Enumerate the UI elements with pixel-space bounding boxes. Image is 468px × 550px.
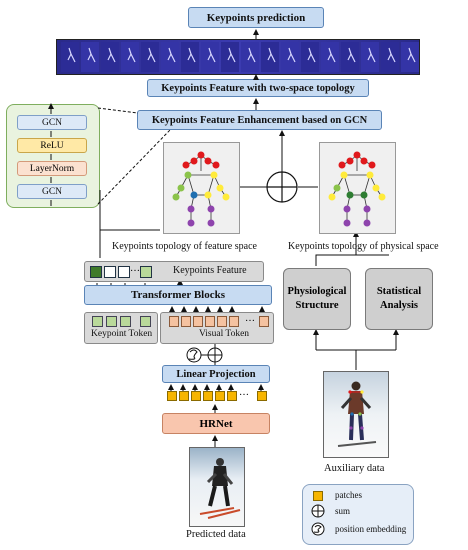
visual-token bbox=[259, 316, 269, 327]
skier-figure-2 bbox=[337, 381, 377, 447]
legend-patch-swatch bbox=[313, 491, 323, 501]
filmstrip-skier bbox=[207, 47, 216, 63]
patch-square bbox=[167, 391, 177, 401]
predicted-data-label: Predicted data bbox=[186, 529, 246, 540]
gcn-bottom-box: GCN bbox=[17, 184, 87, 199]
patch-square bbox=[191, 391, 201, 401]
filmstrip-skier bbox=[387, 47, 396, 63]
feature-two-space-box: Keypoints Feature with two-space topolog… bbox=[147, 79, 369, 97]
legend-sum-icon bbox=[311, 504, 325, 518]
filmstrip-skier bbox=[407, 47, 416, 63]
keypoint-token-4 bbox=[140, 316, 151, 327]
filmstrip-skier bbox=[87, 47, 96, 63]
legend-position-embedding-icon bbox=[311, 522, 325, 536]
caption-feature-space: Keypoints topology of feature space bbox=[112, 241, 257, 252]
auxiliary-data-label: Auxiliary data bbox=[324, 463, 385, 474]
keypoints-prediction-box: Keypoints prediction bbox=[188, 7, 324, 28]
legend-sum-label: sum bbox=[335, 506, 351, 516]
patches-row: … bbox=[165, 387, 273, 403]
legend-position-embedding-label: position embedding bbox=[335, 524, 407, 534]
keypoint-token-2 bbox=[106, 316, 117, 327]
physical-space-skeleton bbox=[328, 151, 386, 227]
filmstrip-skier bbox=[307, 47, 316, 63]
kp-feature-token-2 bbox=[104, 266, 116, 278]
auxiliary-data-image bbox=[323, 371, 389, 458]
filmstrip-skier bbox=[327, 47, 336, 63]
filmstrip-skier bbox=[187, 47, 196, 63]
filmstrip-skier bbox=[127, 47, 136, 63]
transformer-blocks-box: Transformer Blocks bbox=[84, 285, 272, 305]
sum-symbol bbox=[266, 171, 298, 203]
kp-feature-token-3 bbox=[118, 266, 130, 278]
legend-panel: patches sum position embedding bbox=[302, 484, 414, 545]
linear-projection-box: Linear Projection bbox=[162, 365, 270, 383]
filmstrip-skier bbox=[167, 47, 176, 63]
visual-token bbox=[193, 316, 203, 327]
filmstrip-skier bbox=[367, 47, 376, 63]
patch-square bbox=[215, 391, 225, 401]
keypoint-token-3 bbox=[120, 316, 131, 327]
patch-square bbox=[179, 391, 189, 401]
visual-token bbox=[229, 316, 239, 327]
filmstrip-skier bbox=[227, 47, 236, 63]
sum-small-icon bbox=[207, 347, 223, 363]
filmstrip-skier bbox=[67, 47, 76, 63]
visual-token bbox=[217, 316, 227, 327]
position-embedding-icon bbox=[186, 347, 202, 363]
statistical-analysis-box: Statistical Analysis bbox=[365, 268, 433, 330]
prediction-filmstrip bbox=[56, 39, 420, 75]
visual-token-dots: … bbox=[245, 313, 255, 324]
relu-box: ReLU bbox=[17, 138, 87, 153]
feature-space-skeleton bbox=[172, 151, 230, 227]
patch-square bbox=[257, 391, 267, 401]
filmstrip-skier bbox=[347, 47, 356, 63]
visual-token-label: Visual Token bbox=[199, 329, 250, 339]
feature-space-graph bbox=[163, 142, 240, 234]
filmstrip-skier bbox=[287, 47, 296, 63]
visual-token bbox=[205, 316, 215, 327]
feature-enhancement-box: Keypoints Feature Enhancement based on G… bbox=[137, 110, 382, 130]
filmstrip-skier bbox=[147, 47, 156, 63]
hrnet-box: HRNet bbox=[162, 413, 270, 434]
gcn-panel: GCN ReLU LayerNorm GCN bbox=[6, 104, 100, 208]
kp-feature-token-1 bbox=[90, 266, 102, 278]
kp-feature-dots: … bbox=[130, 263, 140, 274]
physiological-structure-box: Physiological Structure bbox=[283, 268, 351, 330]
filmstrip-frames bbox=[61, 42, 419, 72]
patch-square bbox=[227, 391, 237, 401]
physical-space-graph bbox=[319, 142, 396, 234]
keypoint-token-label: Keypoint Token bbox=[91, 329, 153, 339]
kp-feature-token-4 bbox=[140, 266, 152, 278]
gcn-top-box: GCN bbox=[17, 115, 87, 130]
caption-physical-space: Keypoints topology of physical space bbox=[288, 241, 439, 252]
keypoints-feature-label: Keypoints Feature bbox=[173, 265, 247, 276]
layernorm-box: LayerNorm bbox=[17, 161, 87, 176]
keypoint-token-1 bbox=[92, 316, 103, 327]
filmstrip-skier bbox=[107, 47, 116, 63]
keypoints-feature-bar: … Keypoints Feature bbox=[84, 261, 264, 282]
skier-figure bbox=[199, 458, 241, 519]
visual-token bbox=[181, 316, 191, 327]
visual-token-panel: … Visual Token bbox=[160, 312, 274, 344]
predicted-data-image bbox=[189, 447, 245, 527]
patch-square bbox=[203, 391, 213, 401]
keypoint-token-panel: Keypoint Token bbox=[84, 312, 158, 344]
filmstrip-skier bbox=[247, 47, 256, 63]
patch-dots: … bbox=[239, 387, 249, 398]
filmstrip-skier bbox=[267, 47, 276, 63]
legend-patches-label: patches bbox=[335, 490, 362, 500]
visual-token bbox=[169, 316, 179, 327]
